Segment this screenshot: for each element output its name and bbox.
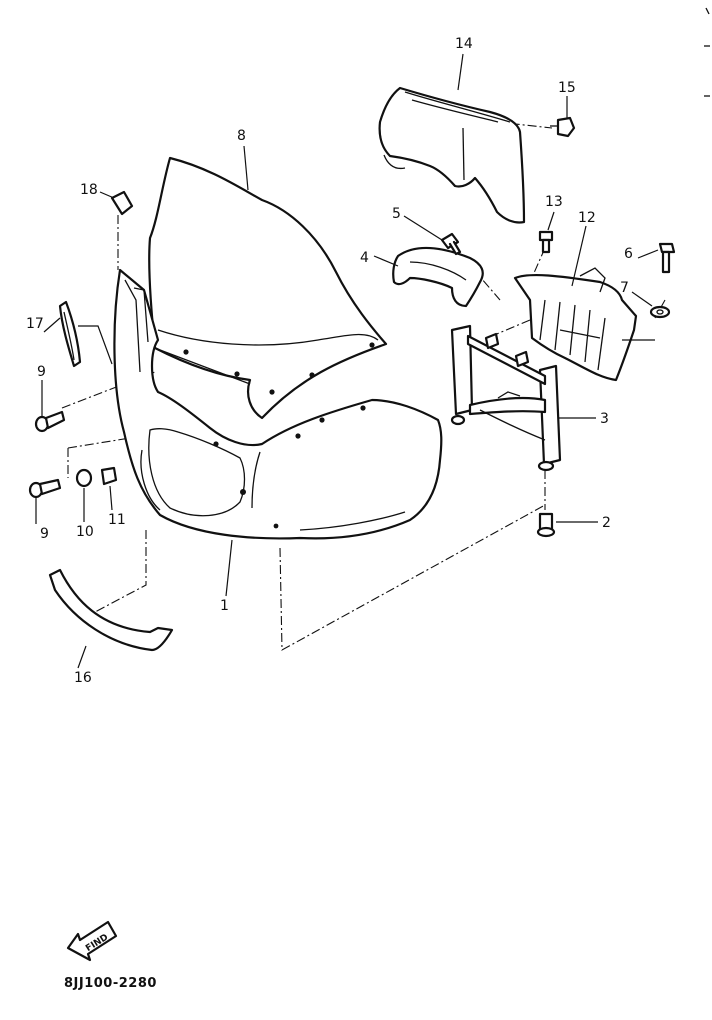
callout-labels: 14 15 8 18 13 12 5 6 4 7 17 9 3 2 9 10 1… <box>26 36 633 686</box>
front-cowl-part-1 <box>113 268 443 540</box>
callout-12: 12 <box>578 210 596 226</box>
callout-18: 18 <box>80 182 98 198</box>
trim-strip-part-16 <box>48 568 174 652</box>
callout-1: 1 <box>220 598 229 614</box>
callout-6: 6 <box>624 246 633 262</box>
top-panel-part-14 <box>378 86 526 224</box>
bolt-part-5 <box>440 232 462 256</box>
nut-part-11 <box>100 466 118 486</box>
screw-part-9-lower <box>28 478 62 499</box>
callout-10: 10 <box>76 524 94 540</box>
grommet-part-15 <box>550 116 576 138</box>
bolt-part-13 <box>538 230 554 254</box>
washer-part-7 <box>649 305 671 319</box>
find-arrow-icon: FIND <box>66 920 118 962</box>
drawing-code: 8JJ100-2280 <box>64 976 157 991</box>
callout-13: 13 <box>545 194 563 210</box>
edge-marks <box>704 7 710 97</box>
callout-4: 4 <box>360 250 369 266</box>
callout-2: 2 <box>602 515 611 531</box>
callout-7: 7 <box>620 280 629 296</box>
clip-part-18 <box>110 190 134 216</box>
mount-bracket-part-12 <box>513 267 655 382</box>
callout-3: 3 <box>600 411 609 427</box>
leader-lines <box>35 53 659 669</box>
bracket-cover-part-4 <box>392 246 484 308</box>
callout-11: 11 <box>108 512 126 528</box>
bolt-part-6 <box>658 242 676 274</box>
bracket-frame-part-3 <box>450 324 562 472</box>
windscreen-part-8 <box>148 156 388 420</box>
callout-17: 17 <box>26 316 44 332</box>
callout-14: 14 <box>455 36 473 52</box>
callout-8: 8 <box>237 128 246 144</box>
bolt-part-2 <box>536 512 556 538</box>
screw-part-9-upper <box>34 410 66 433</box>
side-trim-part-17 <box>58 300 113 368</box>
callout-5: 5 <box>392 206 401 222</box>
callout-9-upper: 9 <box>37 364 46 380</box>
callout-16: 16 <box>74 670 92 686</box>
callout-9-lower: 9 <box>40 526 49 542</box>
callout-15: 15 <box>558 80 576 96</box>
washer-part-10 <box>75 468 93 488</box>
